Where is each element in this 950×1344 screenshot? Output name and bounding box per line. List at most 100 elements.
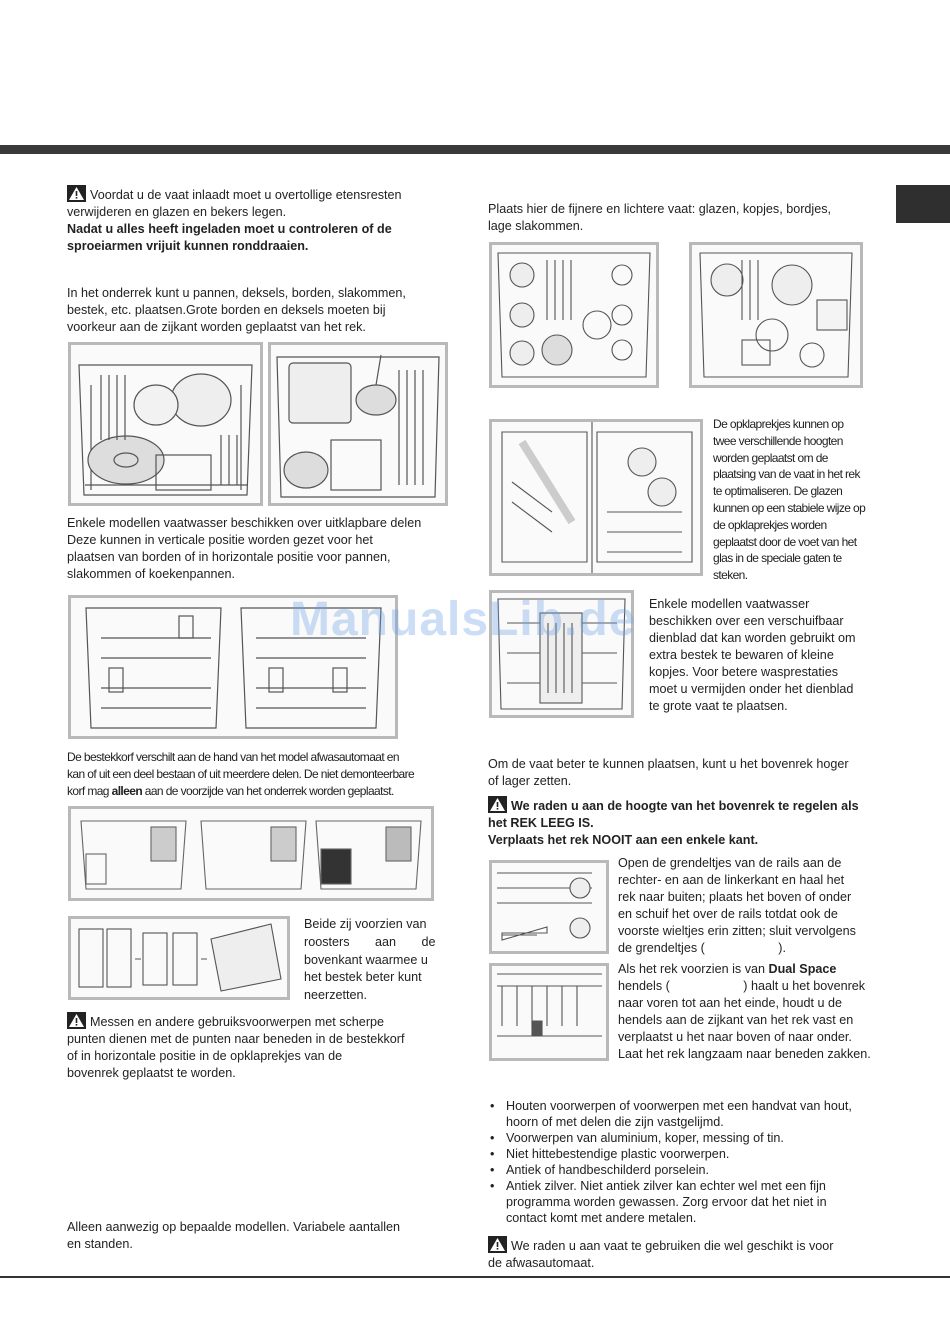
tray-line: beschikken over een verschuifbaar bbox=[649, 614, 844, 628]
sides-line: het bestek beter kunt bbox=[304, 970, 422, 985]
cutlery-basket-text: De bestekkorf verschilt aan de hand van … bbox=[67, 749, 467, 799]
sides-line: bovenkant waarmee u bbox=[304, 952, 428, 967]
flaps-line: kunnen op een stabiele wijze op bbox=[713, 500, 866, 515]
warning-block-4: We raden u aan vaat te gebruiken die wel… bbox=[488, 1236, 888, 1272]
warning-1-line-1: Voordat u de vaat inlaadt moet u overtol… bbox=[90, 188, 402, 202]
list-item: Antiek zilver. Niet antiek zilver kan ec… bbox=[488, 1178, 888, 1194]
dual-line: verplaatst u het naar boven of naar onde… bbox=[618, 1030, 852, 1044]
footnote-line: Alleen aanwezig op bepaalde modellen. Va… bbox=[67, 1220, 401, 1234]
warning-3-line: Verplaats het rek NOOIT aan een enkele k… bbox=[488, 833, 759, 847]
warning-triangle-icon bbox=[67, 1012, 86, 1029]
warning-2-line: punten dienen met de punten naar beneden… bbox=[67, 1032, 405, 1046]
sliding-tray-text: Enkele modellen vaatwasser beschikken ov… bbox=[649, 596, 889, 715]
upper-rack-illustration-2 bbox=[689, 242, 863, 388]
flaps-line: glas in de speciale gaten te bbox=[713, 551, 842, 566]
warning-3-line: het REK LEEG IS. bbox=[488, 816, 594, 830]
dual-space-illustration bbox=[489, 963, 609, 1061]
warning-2-line: Messen en andere gebruiksvoorwerpen met … bbox=[90, 1015, 385, 1029]
basket-sides-text: Beide zij voorzien van roosters aan de b… bbox=[304, 916, 450, 1005]
lower-rack-line: bestek, etc. plaatsen.Grote borden en de… bbox=[67, 303, 386, 317]
fold-out-line: plaatsen van borden of in horizontale po… bbox=[67, 550, 391, 564]
warning-2-line: of in horizontale positie in de opklapre… bbox=[67, 1049, 343, 1063]
warning-1-line-2: verwijderen en glazen en bekers legen. bbox=[67, 205, 287, 219]
footnote-line: en standen. bbox=[67, 1237, 133, 1251]
flaps-line: steken. bbox=[713, 568, 748, 583]
cup-flaps-illustration bbox=[489, 419, 703, 576]
cutlery-line: aan de voorzijde van het onderrek worden… bbox=[142, 783, 395, 798]
watermark: ManualsLib.de bbox=[290, 593, 637, 646]
lower-rack-line: In het onderrek kunt u pannen, deksels, … bbox=[67, 286, 406, 300]
fold-out-line: slakommen of koekenpannen. bbox=[67, 567, 236, 581]
tray-line: kopjes. Voor betere wasprestaties bbox=[649, 665, 839, 679]
flaps-line: twee verschillende hoogten bbox=[713, 433, 843, 448]
flaps-line: worden geplaatst om de bbox=[713, 450, 828, 465]
warning-triangle-icon bbox=[67, 185, 86, 202]
sliding-tray-illustration bbox=[489, 590, 634, 718]
cutlery-line: De bestekkorf verschilt aan de hand van … bbox=[67, 750, 400, 764]
sides-line: Beide zij voorzien van bbox=[304, 917, 427, 931]
header-bar bbox=[0, 145, 950, 154]
fold-out-text: Enkele modellen vaatwasser beschikken ov… bbox=[67, 515, 467, 583]
lower-rack-text: In het onderrek kunt u pannen, deksels, … bbox=[67, 285, 467, 336]
warning-block-3: We raden u aan de hoogte van het bovenre… bbox=[488, 796, 888, 849]
fold-out-line: Deze kunnen in verticale positie worden … bbox=[67, 533, 373, 547]
dual-space-name: Dual Space bbox=[768, 962, 837, 976]
warning-block-1: Voordat u de vaat inlaadt moet u overtol… bbox=[67, 185, 467, 255]
upper-rack-intro: Plaats hier de fijnere en lichtere vaat:… bbox=[488, 201, 888, 235]
upper-intro-line: lage slakommen. bbox=[488, 219, 584, 233]
warning-triangle-icon bbox=[488, 1236, 507, 1253]
fold-out-illustration bbox=[68, 595, 398, 739]
sides-line: neerzetten. bbox=[304, 988, 368, 1003]
flaps-line: de opklaprekjes worden bbox=[713, 517, 827, 532]
rails-line: de grendeltjes ( ). bbox=[618, 941, 786, 955]
list-item-continued: programma worden gewassen. Zorg ervoor d… bbox=[506, 1195, 827, 1209]
tray-line: extra bestek te bewaren of kleine bbox=[649, 648, 834, 662]
dual-space-text: Als het rek voorzien is van Dual Space h… bbox=[618, 961, 890, 1063]
dual-line: Laat het rek langzaam naar beneden zakke… bbox=[618, 1047, 871, 1061]
warning-2-line: bovenrek geplaatst te worden. bbox=[67, 1066, 236, 1080]
lower-rack-illustration-1 bbox=[68, 342, 263, 506]
rails-line: rek naar buiten; plaats het boven of ond… bbox=[618, 890, 852, 904]
footnote: Alleen aanwezig op bepaalde modellen. Va… bbox=[67, 1219, 467, 1253]
dual-line: hendels ( ) haalt u het bovenrek bbox=[618, 979, 866, 993]
list-item-continued: hoorn of met delen die zijn vastgelijmd. bbox=[506, 1115, 724, 1129]
list-item: Antiek of handbeschilderd porselein. bbox=[488, 1162, 888, 1178]
dual-line: naar voren tot aan het einde, houdt u de bbox=[618, 996, 843, 1010]
warning-3-line: We raden u aan de hoogte van het bovenre… bbox=[511, 799, 859, 813]
upper-intro-line: Plaats hier de fijnere en lichtere vaat:… bbox=[488, 202, 832, 216]
tray-line: te grote vaat te plaatsen. bbox=[649, 699, 788, 713]
section-tab bbox=[896, 185, 950, 223]
dual-line: Als het rek voorzien is van bbox=[618, 962, 769, 976]
tray-line: dienblad dat kan worden gebruikt om bbox=[649, 631, 856, 645]
flaps-line: De opklaprekjes kunnen op bbox=[713, 417, 844, 431]
fold-out-line: Enkele modellen vaatwasser beschikken ov… bbox=[67, 516, 422, 530]
rails-line: voorste wieltjes erin zitten; sluit verv… bbox=[618, 924, 856, 938]
cutlery-emphasis: alleen bbox=[111, 783, 143, 798]
lower-rack-line: voorkeur aan de zijkant worden geplaatst… bbox=[67, 320, 366, 334]
rail-latch-illustration bbox=[489, 860, 609, 954]
list-item: Voorwerpen van aluminium, koper, messing… bbox=[488, 1130, 888, 1146]
tray-line: Enkele modellen vaatwasser bbox=[649, 597, 810, 611]
rails-line: Open de grendeltjes van de rails aan de bbox=[618, 856, 842, 870]
cutlery-basket-illustration bbox=[68, 806, 434, 901]
height-line: of lager zetten. bbox=[488, 774, 572, 788]
flaps-line: geplaatst door de voet van het bbox=[713, 534, 857, 549]
cutlery-split-illustration bbox=[68, 916, 290, 1000]
rail-latch-text: Open de grendeltjes van de rails aan de … bbox=[618, 855, 890, 957]
lower-rack-illustration-2 bbox=[268, 342, 448, 506]
warning-4-line: We raden u aan vaat te gebruiken die wel… bbox=[511, 1239, 834, 1253]
rails-line: en schuif het over de rails totdat ook d… bbox=[618, 907, 838, 921]
cutlery-line: kan of uit een deel bestaan of uit meerd… bbox=[67, 766, 415, 781]
height-line: Om de vaat beter te kunnen plaatsen, kun… bbox=[488, 757, 849, 771]
rack-height-text: Om de vaat beter te kunnen plaatsen, kun… bbox=[488, 756, 888, 790]
flaps-line: plaatsing van de vaat in het rek bbox=[713, 467, 861, 482]
warning-block-2: Messen en andere gebruiksvoorwerpen met … bbox=[67, 1012, 467, 1082]
unsuitable-items-list: Houten voorwerpen of voorwerpen met een … bbox=[488, 1098, 888, 1226]
upper-rack-illustration-1 bbox=[489, 242, 659, 388]
dual-line: hendels aan de zijkant van het rek vast … bbox=[618, 1013, 854, 1027]
list-item: Niet hittebestendige plastic voorwerpen. bbox=[488, 1146, 888, 1162]
list-item: Houten voorwerpen of voorwerpen met een … bbox=[488, 1098, 888, 1114]
cutlery-line: korf mag bbox=[67, 783, 112, 798]
cup-flaps-text: De opklaprekjes kunnen op twee verschill… bbox=[713, 416, 893, 584]
flaps-line: te optimaliseren. De glazen bbox=[713, 484, 843, 499]
